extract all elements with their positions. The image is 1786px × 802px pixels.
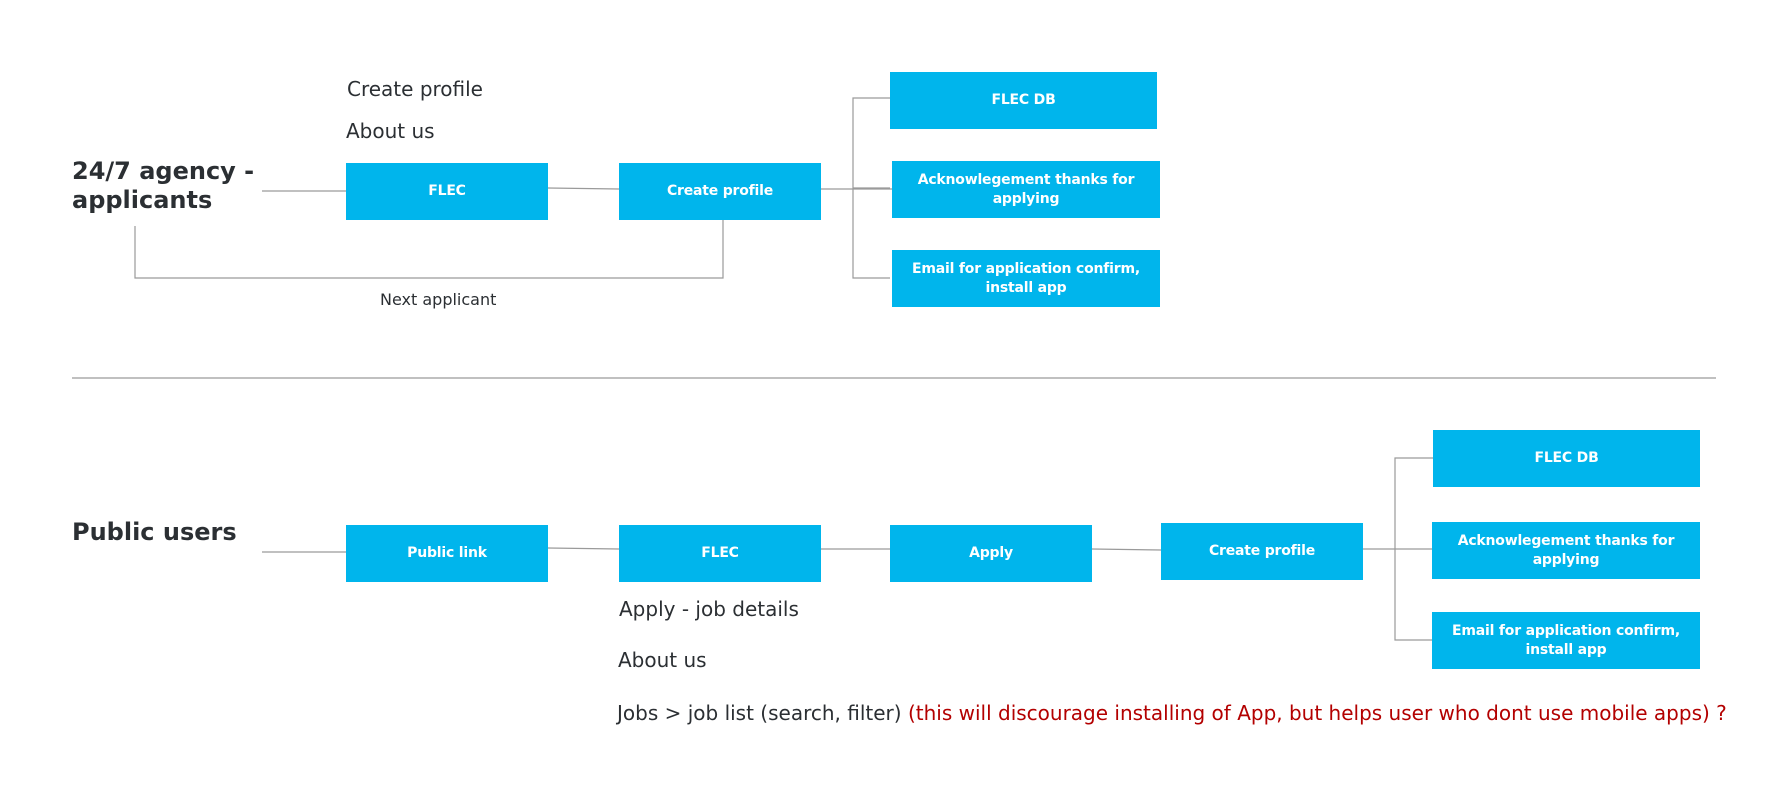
note-apply-job-details: Apply - job details: [619, 597, 799, 621]
section-heading-agency: 24/7 agency - applicants: [72, 157, 255, 214]
branch-bracket-2: [1394, 457, 1433, 641]
loop-next-applicant: [134, 220, 724, 279]
note-jobs-text: Jobs > job list (search, filter): [617, 701, 902, 725]
note-jobs-comment: (this will discourage installing of App,…: [907, 701, 1727, 725]
connector-publiclink-flec: [547, 547, 620, 550]
create-profile-box[interactable]: Create profile: [619, 163, 821, 220]
public-link-box[interactable]: Public link: [346, 525, 548, 582]
connector-apply-createprofile: [1091, 548, 1162, 551]
flec-db-box[interactable]: FLEC DB: [890, 72, 1157, 129]
apply-box[interactable]: Apply: [890, 525, 1092, 582]
acknowledgement-box[interactable]: Acknowlegement thanks for applying: [892, 161, 1160, 218]
loop-label-next-applicant: Next applicant: [380, 290, 497, 309]
connector-flec-createprofile: [547, 187, 620, 190]
email-confirm-box[interactable]: Email for application confirm, install a…: [892, 250, 1160, 307]
create-profile-box-2[interactable]: Create profile: [1161, 523, 1363, 580]
note-about-us-2: About us: [618, 648, 707, 672]
flec-box[interactable]: FLEC: [346, 163, 548, 220]
flec-db-box-2[interactable]: FLEC DB: [1433, 430, 1700, 487]
acknowledgement-box-2[interactable]: Acknowlegement thanks for applying: [1432, 522, 1700, 579]
note-jobs-list: Jobs > job list (search, filter) (this w…: [617, 701, 1727, 725]
note-about-us: About us: [346, 119, 435, 143]
note-create-profile: Create profile: [347, 77, 483, 101]
flec-box-2[interactable]: FLEC: [619, 525, 821, 582]
email-confirm-box-2[interactable]: Email for application confirm, install a…: [1432, 612, 1700, 669]
section-heading-public-users: Public users: [72, 518, 237, 546]
